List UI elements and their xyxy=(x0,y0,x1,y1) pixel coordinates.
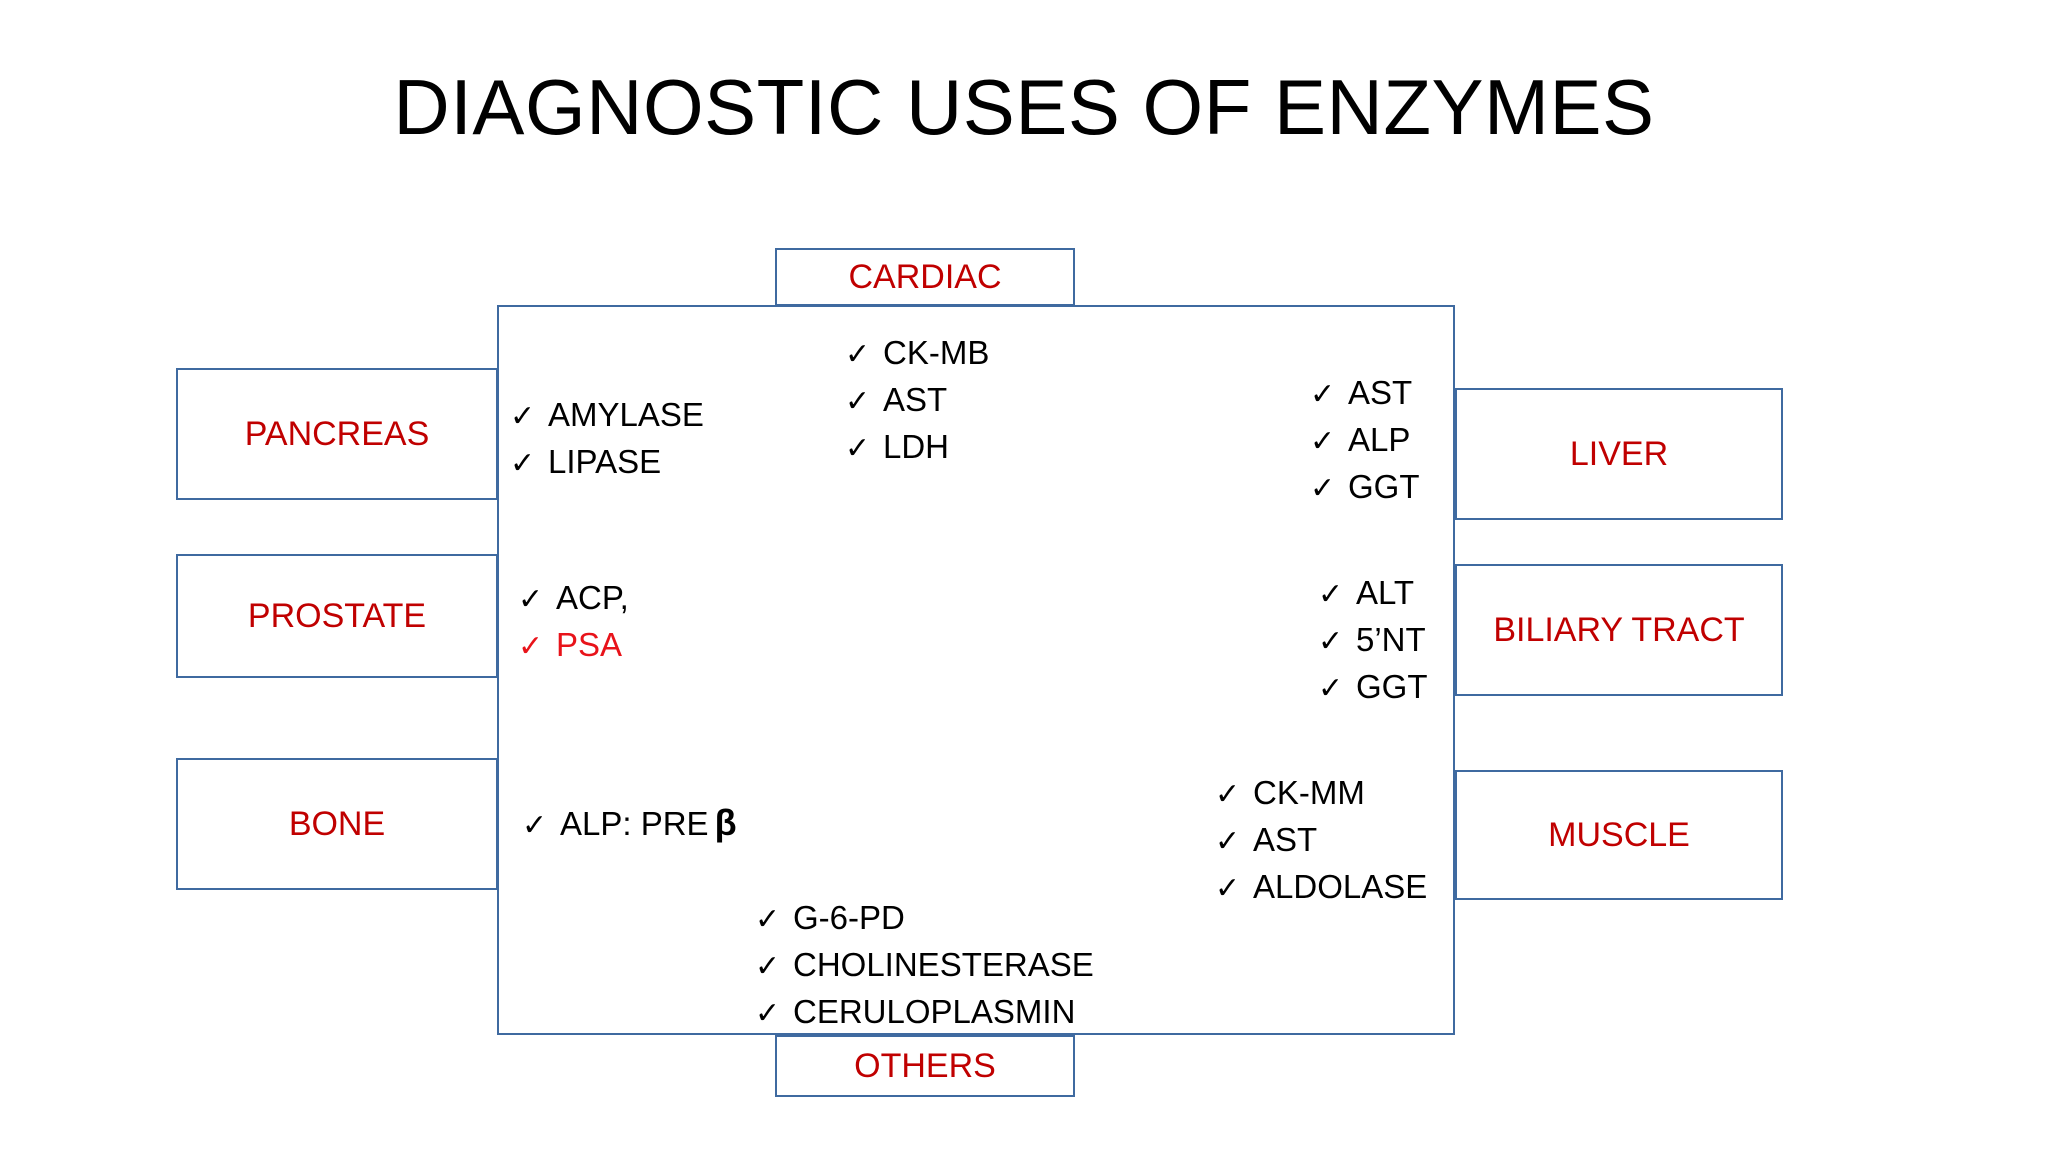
organ-label-bone: BONE xyxy=(288,805,386,843)
checkmark-icon: ✓ xyxy=(1215,872,1241,905)
organ-box-bone[interactable]: BONE xyxy=(176,758,498,890)
checkmark-icon: ✓ xyxy=(1215,778,1241,811)
checkmark-icon: ✓ xyxy=(755,997,781,1030)
checkmark-icon: ✓ xyxy=(755,950,781,983)
checkmark-icon: ✓ xyxy=(1318,672,1344,705)
central-enzyme-frame xyxy=(497,305,1455,1035)
checkmark-icon: ✓ xyxy=(1310,425,1336,458)
checkmark-icon: ✓ xyxy=(522,809,548,842)
organ-box-liver[interactable]: LIVER xyxy=(1455,388,1783,520)
organ-box-cardiac[interactable]: CARDIAC xyxy=(775,248,1075,306)
checkmark-icon: ✓ xyxy=(1310,472,1336,505)
enzyme-label: ACP, xyxy=(556,579,629,616)
enzyme-item: ✓ AMYLASE xyxy=(510,392,704,439)
checkmark-icon: ✓ xyxy=(845,385,871,418)
enzyme-list-liver: ✓ AST ✓ ALP ✓ GGT xyxy=(1310,370,1420,511)
organ-label-biliary-tract: BILIARY TRACT xyxy=(1493,611,1745,649)
enzyme-item: ✓ AST xyxy=(1215,817,1427,864)
enzyme-item: ✓ G-6-PD xyxy=(755,895,1094,942)
checkmark-icon: ✓ xyxy=(755,903,781,936)
beta-symbol: β xyxy=(714,802,737,843)
enzyme-item: ✓ AST xyxy=(1310,370,1420,417)
enzyme-label: ALT xyxy=(1356,574,1415,611)
enzyme-item: ✓ ALP xyxy=(1310,417,1420,464)
checkmark-icon: ✓ xyxy=(518,630,544,663)
enzyme-label: AST xyxy=(1348,374,1413,411)
enzyme-item: ✓ ACP, xyxy=(518,575,629,622)
enzyme-label: CK-MB xyxy=(883,334,990,371)
organ-box-pancreas[interactable]: PANCREAS xyxy=(176,368,498,500)
checkmark-icon: ✓ xyxy=(845,338,871,371)
enzyme-label: LIPASE xyxy=(548,443,662,480)
enzyme-item: ✓ ALT xyxy=(1318,570,1428,617)
enzyme-label: GGT xyxy=(1348,468,1420,505)
checkmark-icon: ✓ xyxy=(1215,825,1241,858)
checkmark-icon: ✓ xyxy=(518,583,544,616)
enzyme-item: ✓ LIPASE xyxy=(510,439,704,486)
enzyme-item: ✓ LDH xyxy=(845,424,989,471)
enzyme-label: PSA xyxy=(556,626,623,663)
enzyme-label: CERULOPLASMIN xyxy=(793,993,1076,1030)
enzyme-label: AST xyxy=(1253,821,1318,858)
checkmark-icon: ✓ xyxy=(510,400,536,433)
enzyme-label: AST xyxy=(883,381,948,418)
enzyme-label: ALP xyxy=(1348,421,1411,458)
enzyme-item: ✓ PSA xyxy=(518,622,629,669)
checkmark-icon: ✓ xyxy=(1310,378,1336,411)
organ-box-others[interactable]: OTHERS xyxy=(775,1035,1075,1097)
organ-box-prostate[interactable]: PROSTATE xyxy=(176,554,498,678)
enzyme-item: ✓ GGT xyxy=(1318,664,1428,711)
enzyme-item: ✓ ALDOLASE xyxy=(1215,864,1427,911)
enzyme-item: ✓ 5’NT xyxy=(1318,617,1428,664)
enzyme-item: ✓ CHOLINESTERASE xyxy=(755,942,1094,989)
enzyme-label: AMYLASE xyxy=(548,396,704,433)
organ-box-muscle[interactable]: MUSCLE xyxy=(1455,770,1783,900)
enzyme-list-pancreas: ✓ AMYLASE ✓ LIPASE xyxy=(510,392,704,486)
checkmark-icon: ✓ xyxy=(1318,578,1344,611)
checkmark-icon: ✓ xyxy=(510,447,536,480)
enzyme-list-prostate: ✓ ACP, ✓ PSA xyxy=(518,575,629,669)
organ-box-biliary-tract[interactable]: BILIARY TRACT xyxy=(1455,564,1783,696)
enzyme-item: ✓ CERULOPLASMIN xyxy=(755,989,1094,1036)
enzyme-item: ✓ GGT xyxy=(1310,464,1420,511)
checkmark-icon: ✓ xyxy=(1318,625,1344,658)
organ-label-muscle: MUSCLE xyxy=(1548,816,1690,854)
enzyme-label: CK-MM xyxy=(1253,774,1365,811)
enzyme-list-bone: ✓ ALP: PRE β xyxy=(522,800,737,848)
organ-label-prostate: PROSTATE xyxy=(247,597,427,635)
enzyme-item: ✓ CK-MB xyxy=(845,330,989,377)
enzyme-list-cardiac: ✓ CK-MB ✓ AST ✓ LDH xyxy=(845,330,989,471)
enzyme-list-others: ✓ G-6-PD ✓ CHOLINESTERASE ✓ CERULOPLASMIN xyxy=(755,895,1094,1036)
checkmark-icon: ✓ xyxy=(845,432,871,465)
organ-label-others: OTHERS xyxy=(854,1047,996,1085)
organ-label-cardiac: CARDIAC xyxy=(848,258,1002,296)
enzyme-item: ✓ CK-MM xyxy=(1215,770,1427,817)
enzyme-item: ✓ AST xyxy=(845,377,989,424)
enzyme-label: G-6-PD xyxy=(793,899,905,936)
page-title: DIAGNOSTIC USES OF ENZYMES xyxy=(393,63,1655,151)
organ-label-pancreas: PANCREAS xyxy=(244,415,430,453)
enzyme-label: ALP: PRE xyxy=(560,805,709,842)
enzyme-label: ALDOLASE xyxy=(1253,868,1428,905)
enzyme-label: 5’NT xyxy=(1356,621,1426,658)
enzyme-item: ✓ ALP: PRE β xyxy=(522,800,737,848)
organ-label-liver: LIVER xyxy=(1569,435,1669,473)
enzyme-label: LDH xyxy=(883,428,950,465)
enzyme-label: CHOLINESTERASE xyxy=(793,946,1094,983)
enzyme-label: GGT xyxy=(1356,668,1428,705)
enzyme-list-biliary-tract: ✓ ALT ✓ 5’NT ✓ GGT xyxy=(1318,570,1428,711)
enzyme-list-muscle: ✓ CK-MM ✓ AST ✓ ALDOLASE xyxy=(1215,770,1427,911)
